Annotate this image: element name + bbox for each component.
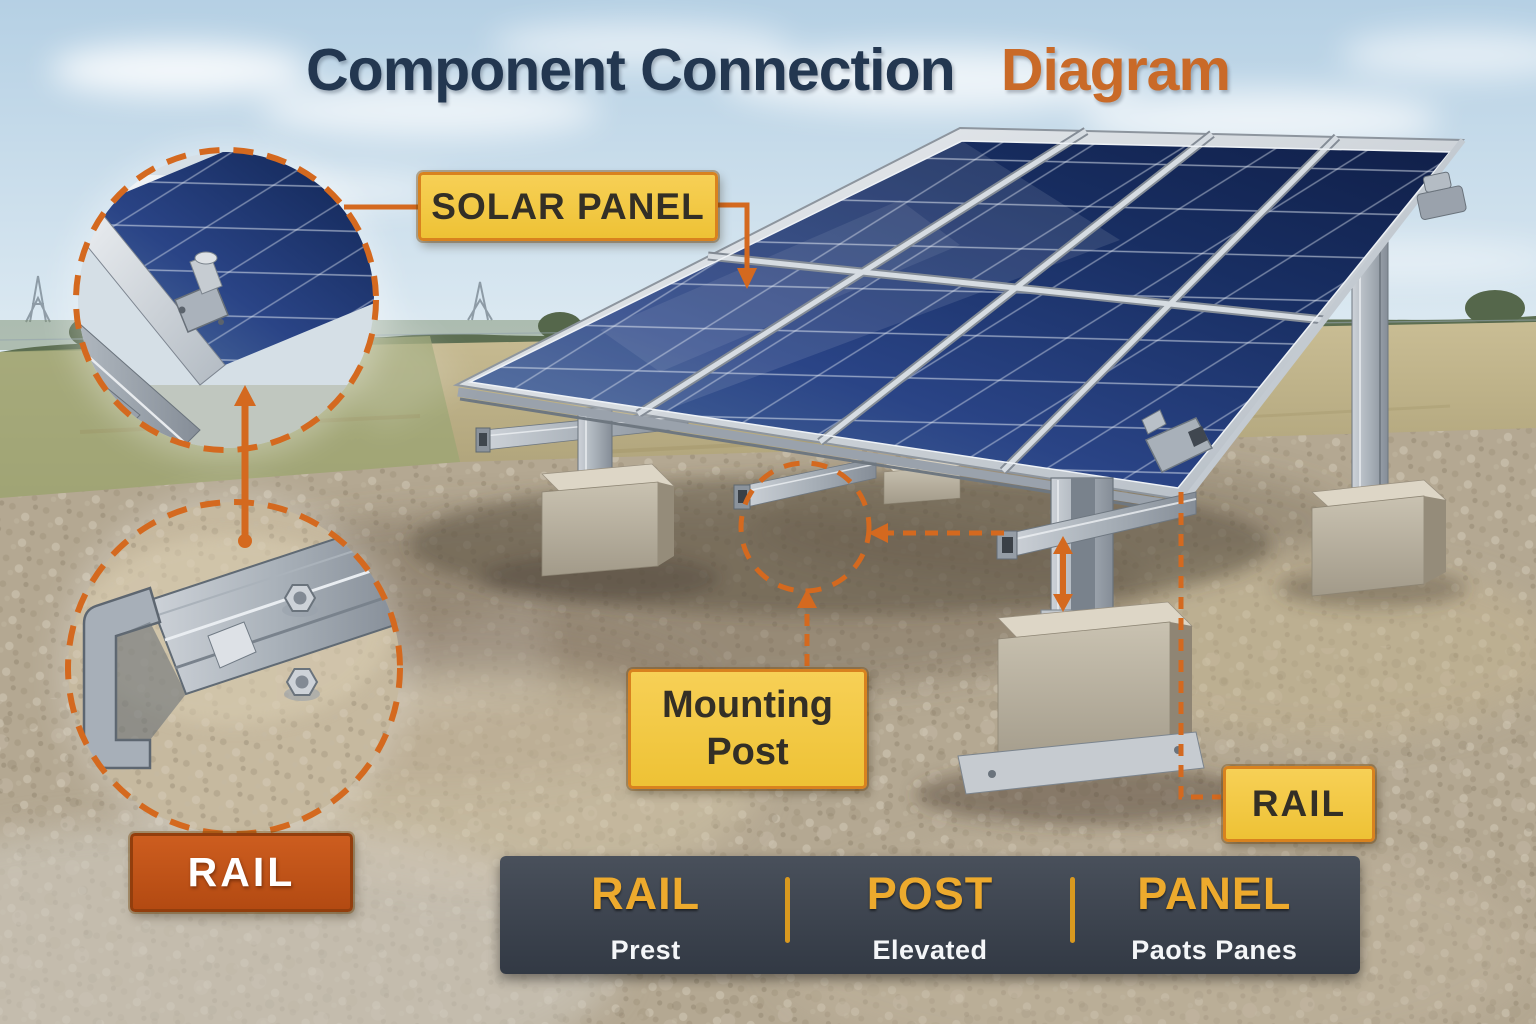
- rail-label-right: RAIL: [1223, 766, 1375, 842]
- front-footing: [957, 601, 1205, 795]
- clamp-bracket: [174, 251, 229, 333]
- rail-connector: [1178, 492, 1221, 800]
- front-rail: [996, 491, 1197, 560]
- front-post: [1040, 477, 1126, 627]
- legend-subtext: Paots Panes: [1131, 935, 1298, 966]
- legend-item-post: POST Elevated: [790, 866, 1069, 966]
- solar-panel-label: SOLAR PANEL: [418, 172, 718, 241]
- solar-panel-connector: [711, 202, 750, 272]
- legend-heading: POST: [866, 868, 994, 919]
- page-title-main: Component Connection: [306, 37, 956, 103]
- dashed-callout-border: [65, 499, 403, 837]
- annotation-connectors: [234, 202, 1221, 800]
- legend-item-rail: RAIL Prest: [506, 866, 785, 966]
- rail-end-fitting: [1141, 409, 1214, 473]
- rear-footing: [1311, 479, 1447, 597]
- page-title-accent: Diagram: [1000, 37, 1231, 103]
- panel-seams: [635, 127, 1341, 475]
- arrow-up-icon: [1053, 536, 1073, 554]
- rail-bolt: [282, 584, 318, 617]
- legend-item-panel: PANEL Paots Panes: [1075, 866, 1354, 966]
- legend-separator: [1069, 877, 1075, 943]
- legend-bar: RAIL Prest POST Elevated PANEL Paots Pan…: [500, 856, 1360, 974]
- legend-separator: [785, 877, 791, 943]
- rail-bolt: [284, 668, 320, 701]
- rail-detail-callout: [58, 492, 410, 844]
- dashed-callout-border: [73, 147, 379, 453]
- legend-heading: RAIL: [591, 868, 701, 919]
- legend-subtext: Prest: [610, 935, 681, 966]
- mounting-post-label: Mounting Post: [628, 669, 867, 789]
- power-pylon-icon: [25, 275, 493, 323]
- legend-heading: PANEL: [1137, 868, 1292, 919]
- arrow-left-icon: [868, 523, 888, 543]
- dashed-focus-circle: [738, 460, 872, 594]
- rail-callout-label: RAIL: [130, 833, 353, 912]
- edge-clamp-fitting: [1416, 171, 1467, 220]
- arrow-up-icon: [234, 385, 256, 406]
- rail-extrusion: [82, 526, 400, 770]
- arrow-up-icon: [797, 589, 817, 608]
- page-title: Component Connection Diagram: [0, 36, 1536, 104]
- legend-subtext: Elevated: [872, 935, 988, 966]
- arrow-down-icon: [737, 268, 757, 289]
- left-footing: [541, 463, 675, 577]
- solar-array: [452, 126, 1466, 516]
- arrow-down-icon: [1053, 594, 1073, 612]
